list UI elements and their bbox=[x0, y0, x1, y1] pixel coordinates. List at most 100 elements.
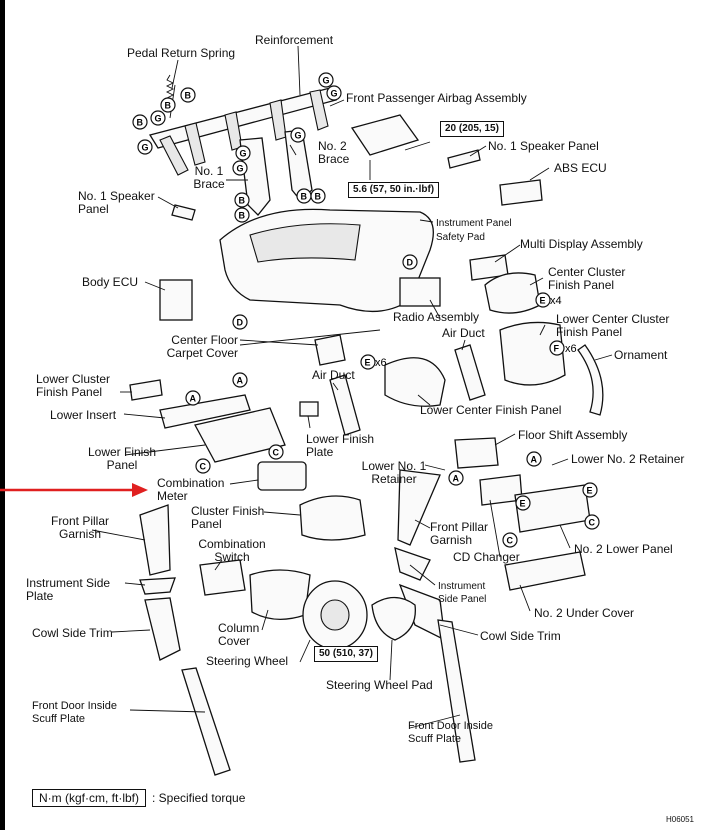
svg-text:C: C bbox=[507, 536, 514, 546]
svg-text:D: D bbox=[237, 318, 244, 328]
page-edge-bar bbox=[0, 0, 5, 830]
label-instrument-side-panel: Instrument Side Panel bbox=[438, 581, 487, 605]
reinforcement-beam bbox=[148, 74, 337, 176]
svg-text:A: A bbox=[190, 394, 197, 404]
label-multi-display-assembly: Multi Display Assembly bbox=[520, 237, 643, 251]
fastener-count-x4: x4 bbox=[550, 295, 562, 307]
svg-text:G: G bbox=[295, 131, 302, 141]
svg-text:B: B bbox=[239, 196, 246, 206]
label-air-duct-lower: Air Duct bbox=[312, 368, 355, 382]
label-combination-switch: Combination Switch bbox=[198, 537, 266, 564]
svg-text:G: G bbox=[155, 114, 162, 124]
svg-text:G: G bbox=[331, 89, 338, 99]
svg-text:E: E bbox=[520, 499, 526, 509]
label-steering-wheel-pad: Steering Wheel Pad bbox=[326, 678, 433, 692]
instrument-side-plate-part bbox=[139, 577, 176, 595]
svg-text:C: C bbox=[273, 448, 280, 458]
label-radio-assembly: Radio Assembly bbox=[393, 310, 480, 324]
label-front-door-inside-scuff-plate-left: Front Door Inside Scuff Plate bbox=[32, 700, 117, 725]
label-reinforcement: Reinforcement bbox=[255, 33, 334, 47]
label-front-pillar-garnish-right: Front Pillar Garnish bbox=[430, 520, 489, 547]
label-no1-brace: No. 1 Brace bbox=[193, 164, 225, 191]
label-lower-no2-retainer: Lower No. 2 Retainer bbox=[571, 452, 685, 466]
label-steering-wheel: Steering Wheel bbox=[206, 654, 289, 668]
label-floor-shift-assembly: Floor Shift Assembly bbox=[518, 428, 628, 442]
figure-id: H06051 bbox=[665, 815, 694, 824]
label-no1-speaker-panel-left: No. 1 Speaker Panel bbox=[78, 189, 155, 216]
center-cluster-part bbox=[484, 272, 541, 314]
svg-text:A: A bbox=[531, 455, 538, 465]
label-cluster-finish-panel: Cluster Finish Panel bbox=[191, 504, 265, 531]
cowl-side-trim-left-part bbox=[144, 597, 181, 661]
red-pointer-arrow bbox=[0, 483, 148, 497]
leader-lines bbox=[91, 45, 613, 729]
svg-text:E: E bbox=[540, 296, 546, 306]
svg-text:B: B bbox=[301, 192, 308, 202]
label-cowl-side-trim-left: Cowl Side Trim bbox=[32, 626, 113, 640]
torque-spec-airbag-bracket: 20 (205, 15) bbox=[440, 121, 504, 137]
airbag-part bbox=[350, 114, 420, 156]
label-lower-center-cluster-finish-panel: Lower Center Cluster Finish Panel bbox=[556, 312, 670, 339]
svg-text:B: B bbox=[315, 192, 322, 202]
lower-center-cluster-part bbox=[499, 321, 566, 386]
scuff-plate-right-part bbox=[437, 619, 476, 763]
radio-part bbox=[399, 277, 441, 307]
label-no2-under-cover: No. 2 Under Cover bbox=[534, 606, 635, 620]
air-duct-upper-part bbox=[454, 344, 486, 401]
front-pillar-garnish-right-part bbox=[397, 469, 441, 546]
svg-text:F: F bbox=[554, 344, 560, 354]
legend-text: : Specified torque bbox=[152, 791, 246, 805]
label-lower-finish-panel: Lower Finish Panel bbox=[87, 445, 157, 472]
lower-insert-part bbox=[159, 394, 251, 429]
body-ecu-part bbox=[159, 279, 193, 321]
svg-text:G: G bbox=[142, 143, 149, 153]
label-instrument-side-plate: Instrument Side Plate bbox=[26, 576, 111, 603]
lower-cluster-finish-part bbox=[129, 379, 163, 401]
lower-finish-panel-part bbox=[194, 407, 286, 463]
label-abs-ecu: ABS ECU bbox=[554, 161, 607, 175]
lower-center-finish-part bbox=[384, 357, 446, 407]
svg-text:G: G bbox=[240, 149, 247, 159]
label-no2-brace: No. 2 Brace bbox=[318, 139, 350, 166]
svg-text:C: C bbox=[589, 518, 596, 528]
svg-text:B: B bbox=[239, 211, 246, 221]
label-center-cluster-finish-panel: Center Cluster Finish Panel bbox=[548, 265, 626, 292]
air-duct-lower-part bbox=[329, 374, 361, 436]
svg-text:G: G bbox=[323, 76, 330, 86]
svg-text:D: D bbox=[407, 258, 414, 268]
label-lower-cluster-finish-panel: Lower Cluster Finish Panel bbox=[36, 372, 111, 399]
label-front-pillar-garnish-left: Front Pillar Garnish bbox=[50, 514, 109, 541]
svg-text:B: B bbox=[137, 118, 144, 128]
label-instrument-panel-safety-pad: Instrument Panel Safety Pad bbox=[436, 218, 512, 243]
label-column-cover: Column Cover bbox=[218, 621, 260, 648]
svg-text:C: C bbox=[200, 462, 207, 472]
instrument-side-panel-part bbox=[394, 547, 431, 581]
label-air-duct-upper: Air Duct bbox=[442, 326, 485, 340]
legend-unit-box: N·m (kgf·cm, ft·lbf) bbox=[32, 789, 146, 807]
svg-text:E: E bbox=[365, 358, 371, 368]
floor-shift-part bbox=[454, 437, 499, 469]
ornament-part bbox=[577, 344, 604, 416]
label-cowl-side-trim-right: Cowl Side Trim bbox=[480, 629, 561, 643]
svg-text:E: E bbox=[587, 486, 593, 496]
svg-text:G: G bbox=[237, 164, 244, 174]
svg-text:A: A bbox=[453, 474, 460, 484]
label-no1-speaker-panel-right: No. 1 Speaker Panel bbox=[488, 139, 599, 153]
svg-text:B: B bbox=[165, 101, 172, 111]
torque-spec-steering-wheel: 50 (510, 37) bbox=[314, 646, 378, 662]
label-ornament: Ornament bbox=[614, 348, 668, 362]
combination-switch-part bbox=[199, 559, 246, 596]
label-lower-insert: Lower Insert bbox=[50, 408, 117, 422]
label-no2-lower-panel: No. 2 Lower Panel bbox=[574, 542, 673, 556]
label-front-passenger-airbag: Front Passenger Airbag Assembly bbox=[346, 91, 527, 105]
label-combination-meter: Combination Meter bbox=[157, 476, 225, 503]
abs-ecu-part bbox=[499, 179, 543, 206]
front-pillar-garnish-left-part bbox=[139, 504, 171, 576]
fastener-count-x6-right: x6 bbox=[565, 343, 577, 355]
scuff-plate-left-part bbox=[181, 667, 231, 776]
clip-markers: B B B G G G G G G G B B B B D D E E F A … bbox=[132, 72, 600, 548]
label-pedal-return-spring: Pedal Return Spring bbox=[127, 46, 236, 60]
column-cover-part bbox=[249, 569, 311, 620]
